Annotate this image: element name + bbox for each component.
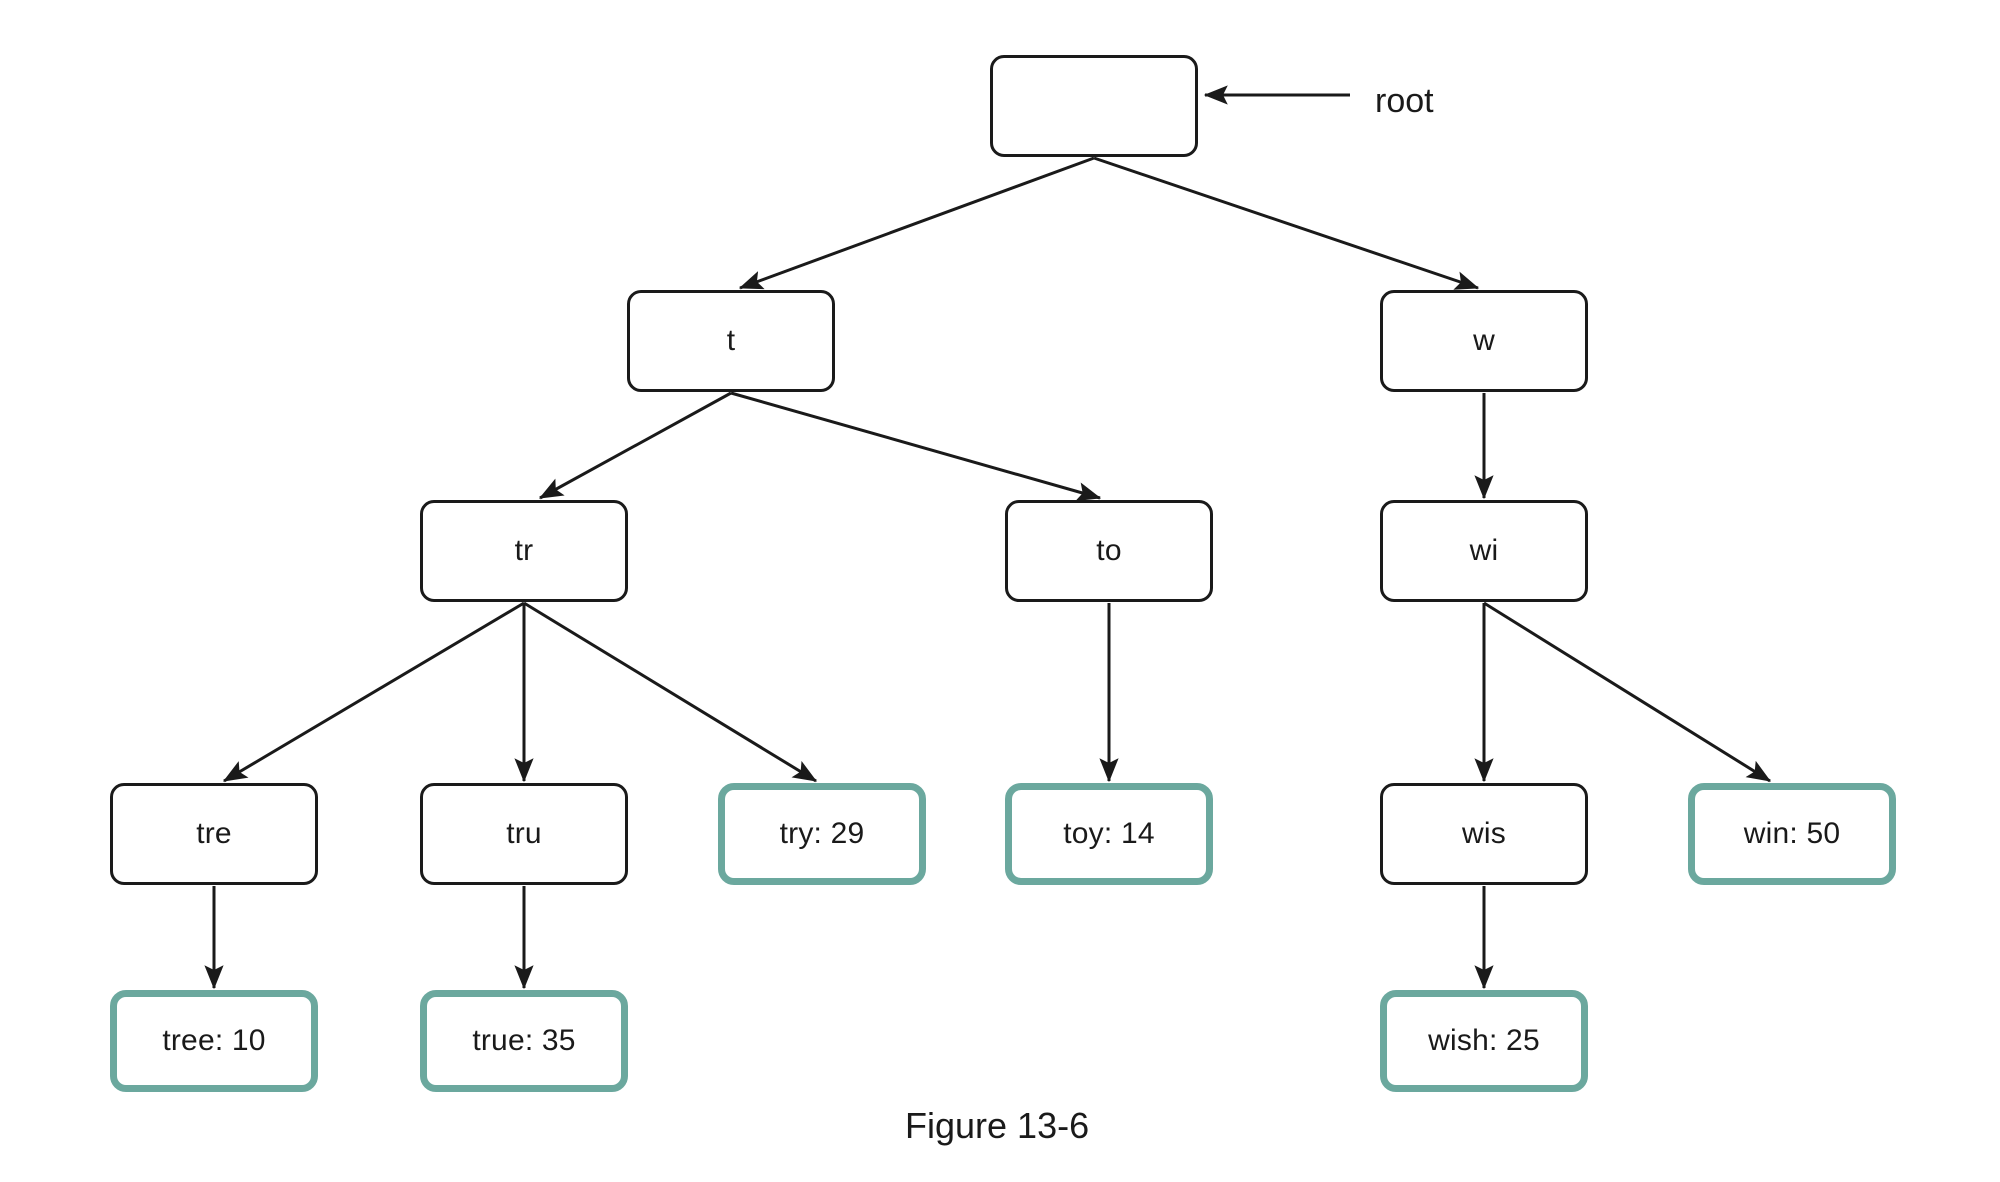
trie-node-tre[interactable]: tre bbox=[110, 783, 318, 885]
trie-node-wi[interactable]: wi bbox=[1380, 500, 1588, 602]
trie-node-tree[interactable]: tree: 10 bbox=[110, 990, 318, 1092]
root-pointer-label: root bbox=[1375, 82, 1434, 120]
trie-node-label-try: try: 29 bbox=[779, 817, 865, 850]
edge-root-to-t bbox=[738, 156, 1095, 290]
trie-node-label-true: true: 35 bbox=[472, 1024, 576, 1057]
trie-node-label-wish: wish: 25 bbox=[1428, 1024, 1540, 1057]
edge-t-to-to bbox=[730, 391, 1102, 501]
trie-node-label-win: win: 50 bbox=[1743, 817, 1841, 850]
trie-node-wish[interactable]: wish: 25 bbox=[1380, 990, 1588, 1092]
trie-node-label-t: t bbox=[726, 324, 736, 357]
trie-node-label-tre: tre bbox=[196, 817, 232, 850]
trie-node-label-to: to bbox=[1096, 534, 1122, 567]
trie-node-root[interactable] bbox=[990, 55, 1198, 157]
trie-node-label-tr: tr bbox=[514, 534, 534, 567]
edge-root-to-w bbox=[1093, 156, 1480, 290]
trie-node-to[interactable]: to bbox=[1005, 500, 1213, 602]
trie-node-label-tree: tree: 10 bbox=[162, 1024, 266, 1057]
trie-node-tr[interactable]: tr bbox=[420, 500, 628, 602]
trie-node-tru[interactable]: tru bbox=[420, 783, 628, 885]
edge-t-to-tr bbox=[538, 391, 732, 500]
trie-node-w[interactable]: w bbox=[1380, 290, 1588, 392]
edge-wi-to-win bbox=[1483, 601, 1772, 783]
trie-node-true[interactable]: true: 35 bbox=[420, 990, 628, 1092]
trie-node-label-wis: wis bbox=[1462, 817, 1506, 850]
trie-node-try[interactable]: try: 29 bbox=[718, 783, 926, 885]
edge-tr-to-try bbox=[523, 601, 818, 783]
trie-node-label-wi: wi bbox=[1469, 534, 1499, 567]
trie-node-label-w: w bbox=[1473, 324, 1495, 357]
trie-node-label-tru: tru bbox=[506, 817, 542, 850]
trie-node-t[interactable]: t bbox=[627, 290, 835, 392]
trie-node-toy[interactable]: toy: 14 bbox=[1005, 783, 1213, 885]
trie-node-win[interactable]: win: 50 bbox=[1688, 783, 1896, 885]
figure-caption: Figure 13-6 bbox=[905, 1105, 1090, 1146]
trie-node-wis[interactable]: wis bbox=[1380, 783, 1588, 885]
trie-node-label-toy: toy: 14 bbox=[1063, 817, 1155, 850]
edge-tr-to-tre bbox=[222, 601, 525, 783]
